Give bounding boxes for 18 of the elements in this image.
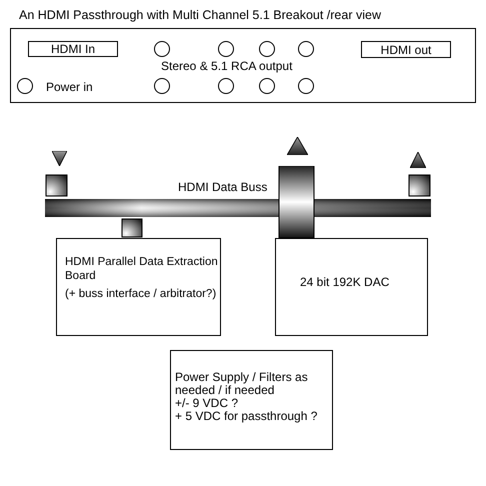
box-text: + 5 VDC for passthrough ? (175, 410, 318, 423)
rear-panel-box (10, 28, 476, 103)
diagram-title: An HDMI Passthrough with Multi Channel 5.1 Breakout /rear view (19, 7, 381, 24)
box-text: HDMI Parallel Data Extraction Board (65, 255, 219, 283)
component-box (170, 350, 333, 450)
box-text: (+ buss interface / arbitrator?) (65, 287, 218, 301)
component-box (56, 238, 221, 336)
port-box (28, 41, 118, 57)
port-label: Power in (46, 79, 93, 96)
bus-label: HDMI Data Buss (178, 179, 268, 196)
box-text: HDMI out (380, 42, 432, 58)
port-box (361, 41, 451, 58)
box-text: HDMI In (50, 41, 95, 58)
box-text: 24 bit 192K DAC (300, 275, 390, 290)
panel-label: Stereo & 5.1 RCA output (161, 58, 292, 75)
box-text: +/- 9 VDC ? (175, 397, 240, 410)
component-box (275, 238, 428, 336)
box-text: Power Supply / Filters as needed / if needed (175, 371, 309, 397)
